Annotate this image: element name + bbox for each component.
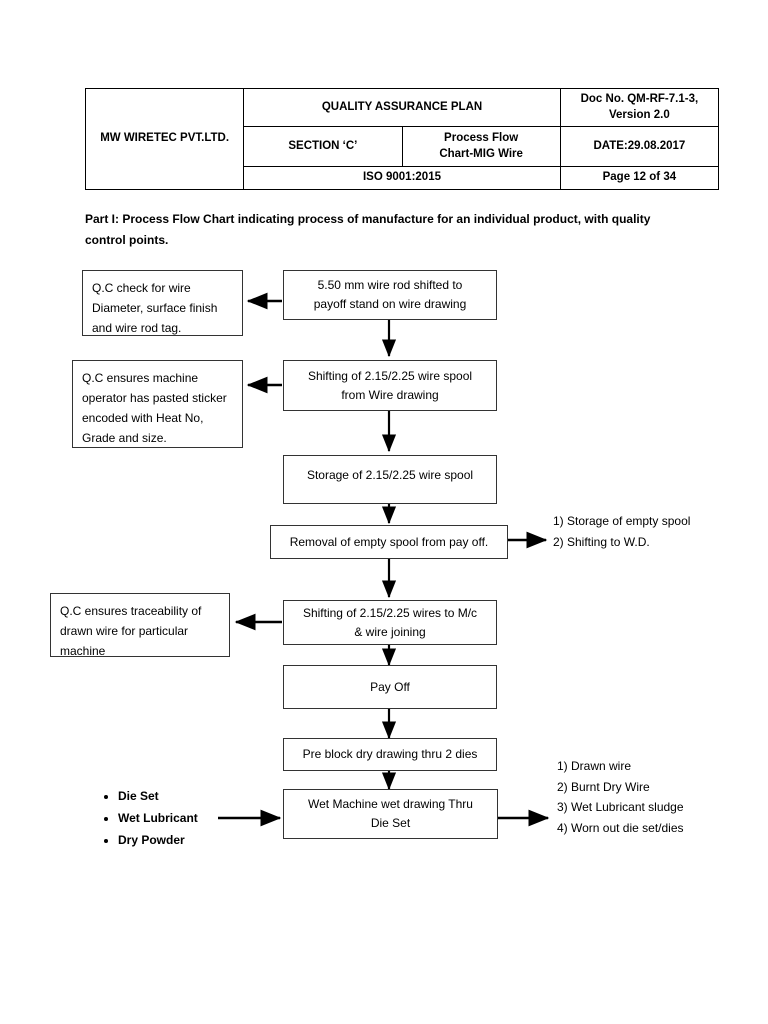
box-line-2: from Wire drawing [341,387,439,402]
qc-line-3: and wire rod tag. [92,321,182,336]
box-line-1: 5.50 mm wire rod shifted to [317,278,463,293]
note-item: 2) Shifting to W.D. [553,534,650,549]
section-cell: SECTION ‘C’ [243,126,403,168]
date-cell: DATE:29.08.2017 [559,126,720,168]
box-line-2: Die Set [370,816,411,830]
input-materials-list: Die Set Wet Lubricant Dry Powder [100,785,198,852]
iso-standard-cell: ISO 9001:2015 [243,166,561,191]
box-line-1: Storage of 2.15/2.25 wire spool [306,468,474,482]
box-line-1: Pay Off [370,679,410,694]
process-box-wet-machine-drawing[interactable]: Wet Machine wet drawing Thru Die Set [283,789,498,839]
process-box-wire-rod-shifted[interactable]: 5.50 mm wire rod shifted to payoff stand… [283,270,497,320]
qc-line-1: Q.C ensures machine [82,371,199,385]
qc-box-sticker[interactable]: Q.C ensures machine operator has pasted … [72,360,243,448]
process-box-pay-off[interactable]: Pay Off [283,665,497,709]
box-line-2: & wire joining [354,624,426,639]
output-notes-spool: 1) Storage of empty spool 2) Shifting to… [553,511,690,552]
process-box-removal-empty-spool[interactable]: Removal of empty spool from pay off. [270,525,508,559]
list-item: Dry Powder [118,829,198,851]
box-line-2: payoff stand on wire drawing [313,297,467,311]
doc-no-cell: Doc No. QM-RF-7.1-3, Version 2.0 [559,87,720,128]
output-notes-wet-machine: 1) Drawn wire 2) Burnt Dry Wire 3) Wet L… [557,756,684,839]
qc-line-3: encoded with Heat No, [82,411,204,426]
qc-line-4: Grade and size. [82,431,167,446]
document-header-table: MW WIRETEC PVT.LTD. QUALITY ASSURANCE PL… [84,87,720,191]
qc-line-1: Q.C check for wire [92,281,191,295]
subject-line-1: Process Flow [444,132,519,145]
box-line-1: Removal of empty spool from pay off. [289,534,489,549]
subject-line-2: Chart-MIG Wire [439,147,523,160]
box-line-1: Shifting of 2.15/2.25 wire spool [307,368,473,383]
qc-box-traceability[interactable]: Q.C ensures traceability of drawn wire f… [50,593,230,659]
table-row: ISO 9001:2015 Page 12 of 34 [86,166,720,191]
qc-line-3: machine [60,644,106,659]
qc-line-2: drawn wire for particular [60,624,189,639]
list-item: Wet Lubricant [118,807,198,829]
part-one-caption: Part I: Process Flow Chart indicating pr… [85,212,651,247]
qc-line-2: operator has pasted sticker [82,391,227,406]
process-box-shifting-wires-mc[interactable]: Shifting of 2.15/2.25 wires to M/c & wir… [283,600,497,645]
qc-box-wire-diameter[interactable]: Q.C check for wire Diameter, surface fin… [82,270,243,336]
note-item: 3) Wet Lubricant sludge [557,800,684,815]
subject-cell: Process Flow Chart-MIG Wire [401,126,561,168]
qc-line-1: Q.C ensures traceability of [60,604,202,618]
process-box-storage-spool[interactable]: Storage of 2.15/2.25 wire spool [283,455,497,504]
company-name-cell: MW WIRETEC PVT.LTD. [84,87,245,191]
note-item: 1) Storage of empty spool [553,514,691,528]
table-row: MW WIRETEC PVT.LTD. QUALITY ASSURANCE PL… [84,87,720,191]
list-item: Die Set [118,785,198,807]
note-item: 2) Burnt Dry Wire [557,779,650,794]
table-row: SECTION ‘C’ Process Flow Chart-MIG Wire … [86,126,720,168]
box-line-1: Pre block dry drawing thru 2 dies [302,747,478,762]
process-box-pre-block-dry-drawing[interactable]: Pre block dry drawing thru 2 dies [283,738,497,771]
note-item: 4) Worn out die set/dies [557,820,684,835]
box-line-1: Wet Machine wet drawing Thru [308,797,473,812]
box-line-1: Shifting of 2.15/2.25 wires to M/c [302,605,478,620]
qc-line-2: Diameter, surface finish [92,301,218,316]
process-box-shifting-spool[interactable]: Shifting of 2.15/2.25 wire spool from Wi… [283,360,497,411]
plan-title-cell: QUALITY ASSURANCE PLAN [243,87,561,128]
page-number-cell: Page 12 of 34 [559,166,720,191]
note-item: 1) Drawn wire [557,759,632,773]
